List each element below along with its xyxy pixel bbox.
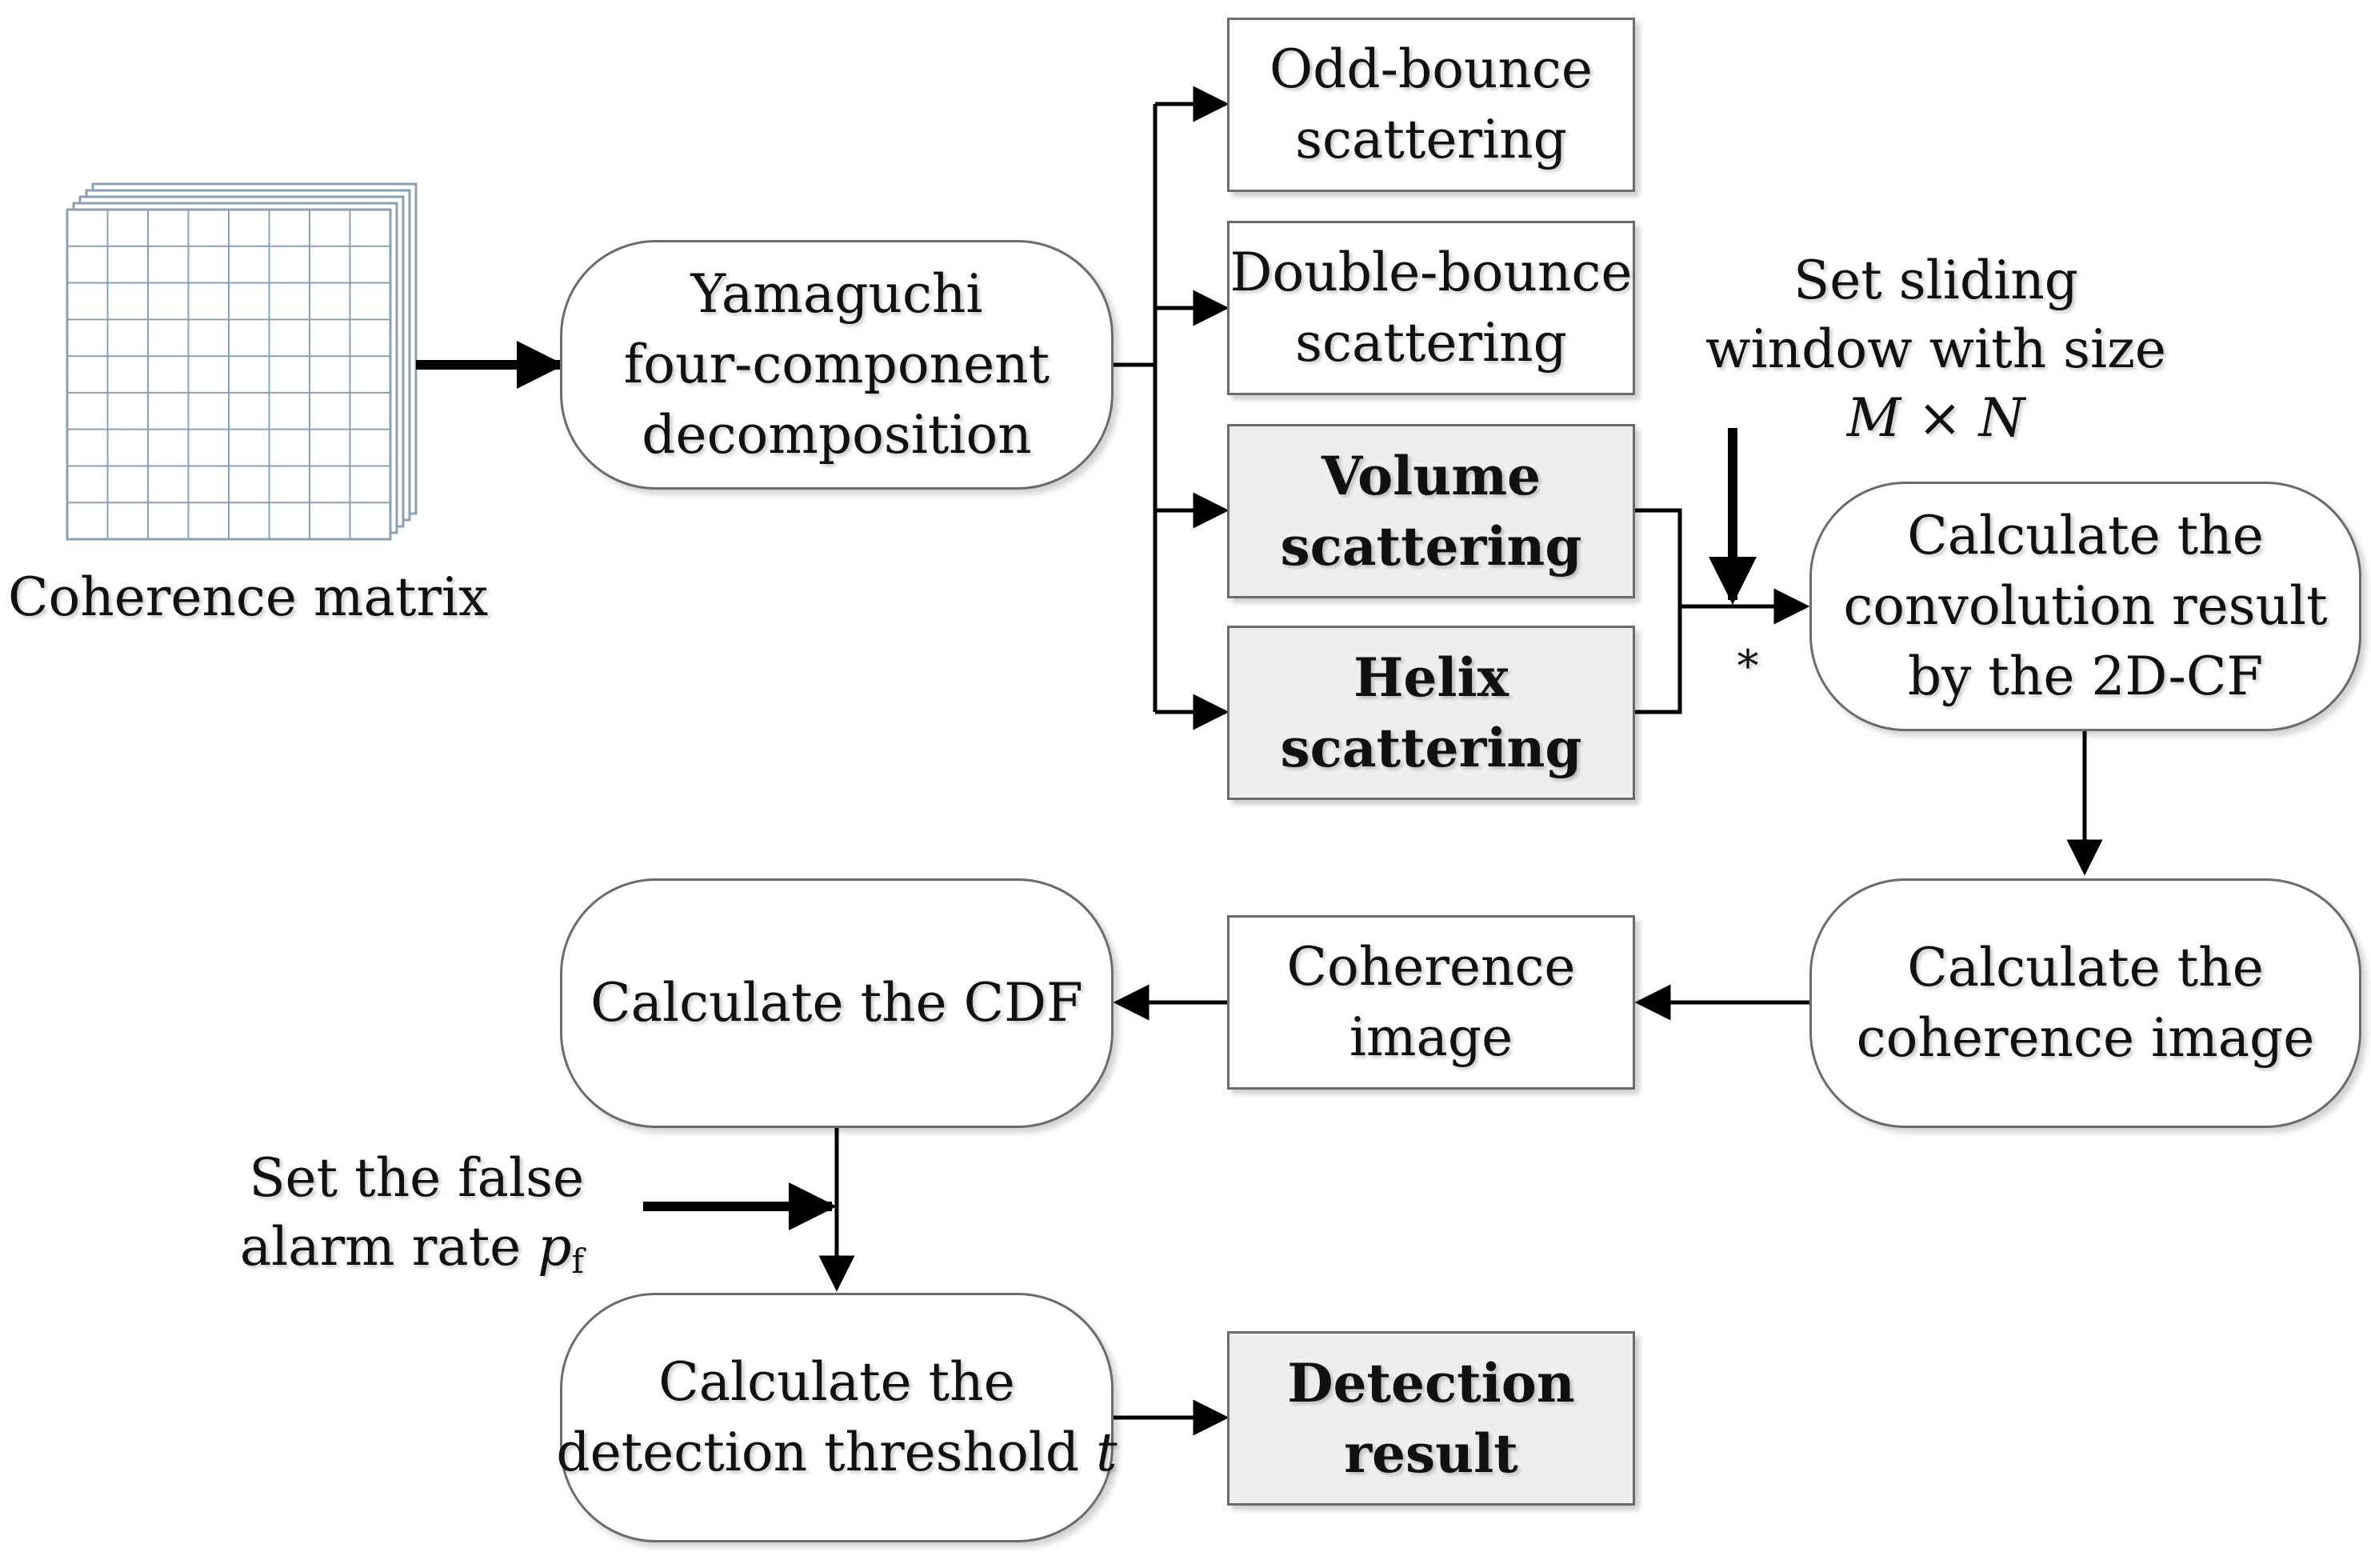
convolution-operator-label: * <box>1737 641 1759 691</box>
convolution-node: Calculate the convolution result by the … <box>1809 482 2361 731</box>
node-line: Coherence <box>1286 936 1576 998</box>
node-line: Calculate the <box>1907 505 2264 566</box>
node-line: result <box>1344 1422 1518 1485</box>
calculate-coherence-image-node: Calculate the coherence image <box>1809 878 2361 1128</box>
false-alarm-subscript: f <box>571 1242 584 1281</box>
node-line: scattering <box>1295 312 1567 374</box>
label-line: Set the false <box>249 1147 584 1209</box>
node-line: scattering <box>1280 717 1582 779</box>
double-bounce-node: Double-bounce scattering <box>1227 221 1635 395</box>
coherence-matrix-caption: Coherence matrix <box>8 566 489 628</box>
grid-stack-icon <box>66 182 418 541</box>
threshold-variable: t <box>1096 1422 1118 1483</box>
times-symbol: × <box>1917 387 1962 449</box>
calculate-cdf-node: Calculate the CDF <box>560 878 1114 1128</box>
coherence-image-node: Coherence image <box>1227 915 1635 1090</box>
node-line: detection threshold t <box>556 1418 1117 1488</box>
yamaguchi-decomposition-node: Yamaguchi four-component decomposition <box>560 240 1114 490</box>
node-line: scattering <box>1295 109 1567 170</box>
label-line: M × N <box>1680 384 2192 453</box>
node-line: decomposition <box>642 404 1032 466</box>
node-line: image <box>1349 1006 1513 1068</box>
label-line: window with size <box>1705 318 2166 380</box>
detection-result-node: Detection result <box>1227 1331 1635 1506</box>
odd-bounce-node: Odd-bounce scattering <box>1227 18 1635 192</box>
node-line: scattering <box>1280 515 1582 578</box>
node-line: by the 2D-CF <box>1907 646 2264 707</box>
false-alarm-variable: p <box>538 1216 572 1278</box>
helix-scattering-node: Helix scattering <box>1227 626 1635 800</box>
node-line: Odd-bounce <box>1269 38 1593 100</box>
volume-scattering-node: Volume scattering <box>1227 424 1635 598</box>
node-line: Detection <box>1287 1352 1575 1414</box>
node-line: four-component <box>623 334 1050 395</box>
node-line: convolution result <box>1843 575 2328 637</box>
connector-volume-helix-bracket <box>1633 508 1682 714</box>
label-line-text: alarm rate <box>239 1216 522 1278</box>
node-line: Helix <box>1353 646 1509 709</box>
node-line: Calculate the <box>658 1351 1015 1413</box>
detection-threshold-node: Calculate the detection threshold t <box>556 1293 1118 1542</box>
node-line: Yamaguchi <box>690 263 983 325</box>
window-var-m: M <box>1846 387 1901 449</box>
node-line-text: detection threshold <box>556 1422 1080 1483</box>
sliding-window-label: Set sliding window with size M × N <box>1680 246 2192 453</box>
label-line: alarm rate pf <box>232 1213 584 1288</box>
node-line: Double-bounce <box>1229 242 1633 303</box>
node-line: Volume <box>1321 445 1541 507</box>
node-line: Calculate the <box>1907 937 2264 998</box>
node-line: coherence image <box>1856 1007 2315 1069</box>
label-line: Set sliding <box>1793 250 2078 311</box>
node-line: Calculate the CDF <box>590 972 1083 1034</box>
false-alarm-label: Set the false alarm rate pf <box>232 1144 584 1288</box>
window-var-n: N <box>1978 387 2025 449</box>
